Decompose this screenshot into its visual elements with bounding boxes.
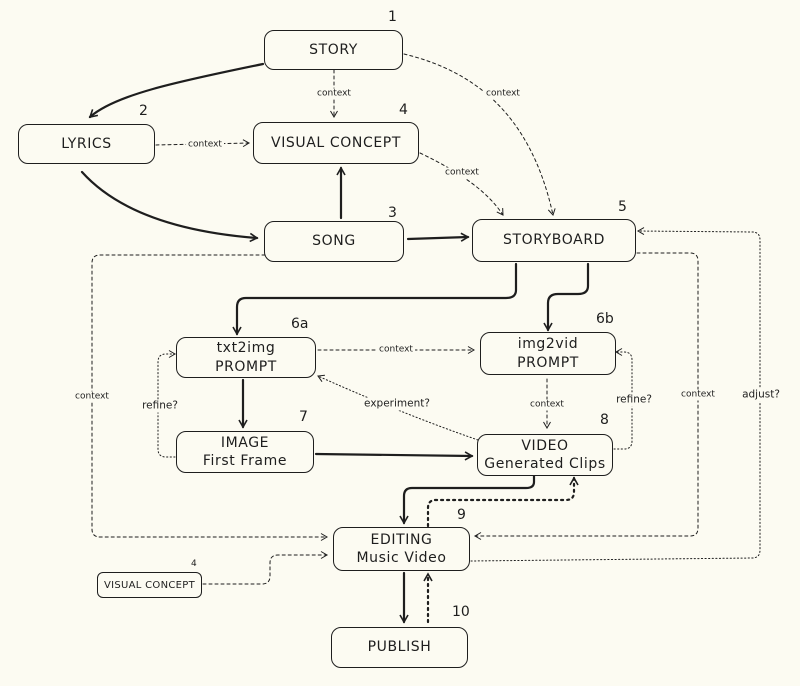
- edge-label-img2vid-video: context: [528, 399, 566, 411]
- node-visual-concept-small-label: VISUAL CONCEPT: [103, 579, 196, 591]
- node-song: SONG: [264, 221, 404, 262]
- edge-storyboard-to-img2vid: [543, 262, 590, 332]
- node-visual-concept-number: 4: [399, 102, 408, 118]
- node-video-line2: Generated Clips: [484, 456, 606, 472]
- edge-label-adjust: adjust?: [740, 388, 782, 402]
- edge-song-to-editing: [91, 254, 328, 541]
- node-txt2img-prompt: txt2img PROMPT: [176, 337, 316, 378]
- edge-lyrics-to-visual-concept: [155, 139, 250, 148]
- node-song-number: 3: [388, 205, 397, 221]
- edge-label-refine-left: refine?: [140, 399, 180, 413]
- node-image-number: 7: [299, 409, 308, 425]
- node-video-number: 8: [600, 412, 609, 428]
- node-story: STORY: [264, 30, 403, 70]
- node-visual-concept: VISUAL CONCEPT: [253, 122, 419, 164]
- node-editing-line2: Music Video: [356, 550, 447, 566]
- node-story-label: STORY: [309, 41, 358, 58]
- node-visual-concept-label: VISUAL CONCEPT: [271, 134, 401, 151]
- node-editing-number: 9: [457, 507, 466, 523]
- edge-label-txt2img-img2vid: context: [377, 344, 415, 356]
- node-img2vid-number: 6b: [596, 311, 614, 327]
- edge-video-to-editing: [399, 474, 536, 525]
- node-txt2img-number: 6a: [291, 316, 309, 332]
- edge-label-visual-storyboard: context: [443, 167, 481, 179]
- node-lyrics-number: 2: [139, 103, 148, 119]
- edge-video-experiment-txt2img: [317, 374, 479, 441]
- node-song-label: SONG: [312, 233, 356, 250]
- node-visual-concept-small: VISUAL CONCEPT: [97, 572, 202, 598]
- node-video: VIDEO Generated Clips: [477, 434, 613, 476]
- node-publish: PUBLISH: [331, 627, 468, 668]
- edge-label-refine-right: refine?: [614, 393, 654, 407]
- edge-image-to-video: [314, 451, 474, 461]
- node-story-number: 1: [388, 9, 397, 25]
- node-lyrics: LYRICS: [18, 124, 155, 164]
- node-img2vid-line2: PROMPT: [517, 354, 579, 371]
- edge-song-to-storyboard: [406, 232, 470, 242]
- node-img2vid-line1: img2vid: [517, 336, 579, 353]
- node-editing-line1: EDITING: [370, 531, 433, 548]
- node-storyboard: STORYBOARD: [472, 219, 636, 262]
- edge-story-to-lyrics: [88, 62, 265, 119]
- node-editing: EDITING Music Video: [333, 527, 470, 571]
- node-lyrics-label: LYRICS: [61, 135, 112, 152]
- node-img2vid-prompt: img2vid PROMPT: [480, 332, 616, 375]
- edge-label-song-editing: context: [73, 391, 111, 403]
- node-image: IMAGE First Frame: [176, 431, 314, 473]
- edge-label-experiment: experiment?: [362, 397, 432, 411]
- node-visual-concept-small-number: 4: [191, 559, 197, 569]
- edge-visual-concept-to-storyboard: [419, 152, 504, 216]
- node-publish-label: PUBLISH: [367, 639, 432, 656]
- edge-lyrics-to-song: [80, 170, 259, 243]
- node-image-line2: First Frame: [202, 453, 288, 469]
- node-image-line1: IMAGE: [220, 434, 270, 451]
- edge-label-lyrics-visual: context: [186, 139, 224, 151]
- node-video-line1: VIDEO: [521, 437, 569, 454]
- edge-story-to-storyboard: [403, 53, 556, 216]
- node-storyboard-number: 5: [618, 199, 627, 215]
- edge-editing-adjust-storyboard: [470, 227, 761, 562]
- node-publish-number: 10: [452, 604, 470, 620]
- edge-label-story-visual: context: [315, 88, 353, 100]
- edge-label-storyboard-editing: context: [679, 389, 717, 401]
- node-txt2img-line1: txt2img: [216, 340, 276, 357]
- edge-storyboard-to-txt2img: [232, 262, 518, 336]
- node-txt2img-line2: PROMPT: [215, 358, 277, 375]
- edge-label-story-storyboard: context: [484, 88, 522, 100]
- edge-storyboard-to-editing: [474, 252, 699, 540]
- edge-visual-small-to-editing: [202, 551, 328, 585]
- edge-editing-to-video: [426, 476, 579, 528]
- node-storyboard-label: STORYBOARD: [502, 232, 606, 249]
